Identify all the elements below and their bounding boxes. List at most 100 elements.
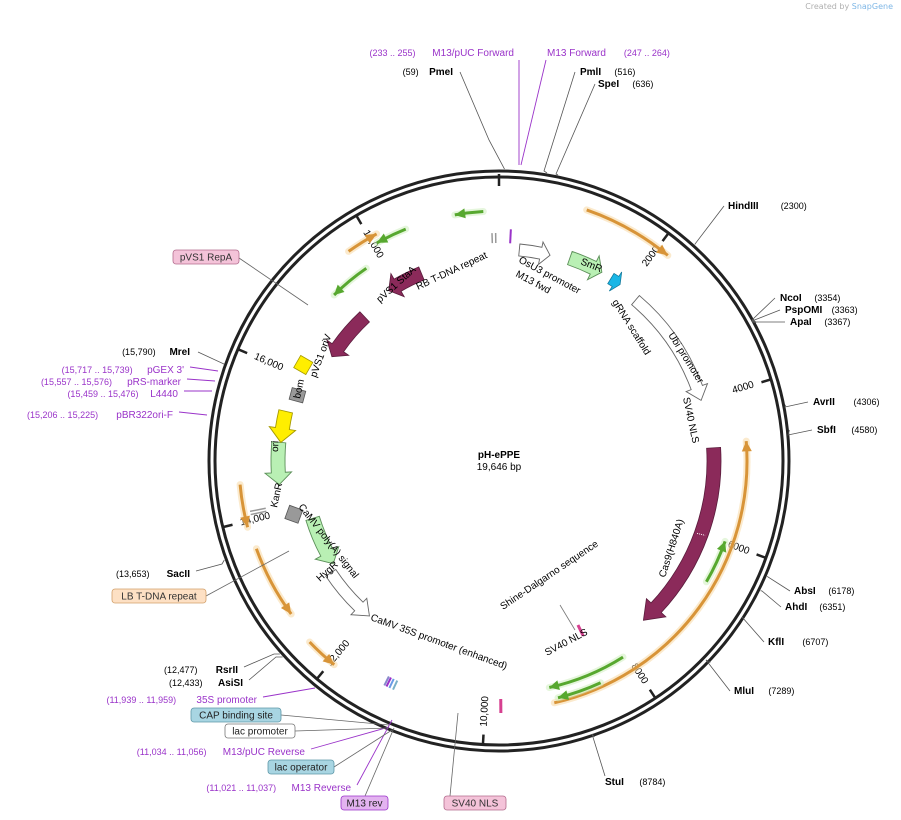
leader-box-lb-t-dna-repeat	[205, 550, 290, 597]
orf-5-head	[334, 284, 345, 296]
orf-10-head	[240, 515, 250, 528]
feature-box-lac-promoter: lac promoter	[224, 723, 296, 739]
orf-9-head	[557, 690, 570, 700]
orf-3	[376, 227, 407, 245]
site-rsrii: RsrII(12,477)	[164, 665, 238, 676]
primer-prs-marker-coord: (15,557 .. 15,576)	[41, 377, 112, 387]
tick-12000	[315, 670, 325, 680]
hygr-arrow	[305, 515, 340, 565]
site-mrei-coord: (15,790)	[122, 347, 156, 357]
smr-arrow	[566, 250, 603, 281]
leader-mlui	[705, 659, 731, 692]
orf-2	[454, 210, 484, 217]
leader-sacii	[195, 559, 225, 572]
primer-m13-puc-forward: M13/pUC Forward(233 .. 255)	[369, 48, 514, 59]
feature-label-sv40-nls-8: SV40 NLS	[543, 627, 590, 659]
leader-asisi	[248, 656, 283, 681]
site-kfli: KflI (6707)	[768, 637, 828, 648]
tick-10000	[481, 734, 485, 745]
leader-sbfi	[787, 429, 813, 436]
feature-box-label-cap-binding-site: CAP binding site	[199, 711, 273, 722]
primer-m13-puc-forward-name: M13/pUC Forward	[432, 48, 514, 59]
site-apai-name: ApaI	[790, 317, 812, 328]
lac-cluster-2	[385, 677, 392, 687]
site-pspomi-coord: (3363)	[832, 305, 858, 315]
leader-ncoi	[751, 297, 776, 322]
snapgene-credit: Created by SnapGene	[805, 2, 893, 11]
tick-6000	[756, 553, 767, 560]
leader-primer-m13-reverse	[356, 719, 393, 786]
site-mlui: MluI(7289)	[734, 686, 794, 697]
site-sbfi-name: SbfI	[817, 425, 836, 436]
backbone-outer	[207, 169, 791, 753]
tick-8000	[648, 689, 657, 699]
orf-12	[308, 640, 336, 666]
leader-primer-35s-promoter	[262, 687, 316, 698]
orf-7	[705, 540, 727, 583]
primer-m13-puc-reverse: M13/pUC Reverse(11,034 .. 11,056)	[137, 747, 306, 758]
site-apai-coord: (3367)	[824, 317, 850, 327]
site-absi: AbsI(6178)	[794, 586, 854, 597]
primer-m13-forward: M13 Forward(247 .. 264)	[547, 48, 670, 59]
orf-11-head	[280, 602, 292, 614]
plasmid-size: 19,646 bp	[477, 462, 522, 473]
site-mlui-name: MluI	[734, 686, 754, 697]
site-pmei: PmeI(59)	[403, 67, 454, 78]
feature-box-label-pvs1-repa: pVS1 RepA	[180, 253, 233, 264]
primer-pbr322ori-f: pBR322ori-F(15,206 .. 15,225)	[27, 410, 173, 421]
site-mrei: MreI(15,790)	[122, 347, 190, 358]
lb-bar-2	[249, 507, 266, 513]
grna-scaffold-shape	[607, 271, 623, 292]
orf-4-head	[364, 233, 377, 244]
leader-kfli	[741, 616, 765, 643]
feature-label-ubi-promoter-4: Ubi promoter	[665, 331, 705, 386]
site-absi-name: AbsI	[794, 586, 816, 597]
primer-35s-promoter: 35S promoter (11,939 .. 11,959)	[106, 695, 257, 706]
feature-box-bg-m13-rev	[340, 795, 389, 811]
site-ahdi-name: AhdI	[785, 602, 807, 613]
tick-label-4000: 4000	[731, 379, 756, 396]
sv40-nls-inner	[576, 624, 585, 637]
feature-label-bom-14: bom	[292, 378, 307, 399]
leader-lines	[178, 59, 813, 797]
primer-pgex-3: pGEX 3'(15,717 .. 15,739)	[62, 365, 184, 376]
site-spei-coord: (636)	[632, 79, 653, 89]
primer-m13-puc-reverse-name: M13/pUC Reverse	[223, 747, 306, 758]
site-asisi-name: AsiSI	[218, 678, 243, 689]
site-kfli-name: KflI	[768, 637, 784, 648]
feature-box-bg-sv40-nls	[443, 795, 507, 811]
ubi-promoter-arrow	[630, 294, 709, 402]
orf-8-head	[549, 680, 560, 691]
credit-prefix: Created by	[805, 2, 850, 11]
primer-l4440: L4440(15,459 .. 15,476)	[67, 389, 178, 400]
leader-hindiii	[694, 205, 725, 245]
site-hindiii-coord: (2300)	[781, 201, 807, 211]
feature-label-sv40-nls-5: SV40 NLS	[680, 396, 701, 444]
feature-box-bg-lac-promoter	[224, 723, 296, 739]
site-pspomi: PspOMI(3363)	[785, 305, 858, 316]
primer-prs-marker-name: pRS-marker	[127, 377, 182, 388]
orf-1-head	[656, 244, 668, 256]
site-pmei-name: PmeI	[429, 67, 453, 78]
site-kfli-coord: (6707)	[802, 637, 828, 647]
feature-box-sv40-nls: SV40 NLS	[443, 795, 507, 811]
site-hindiii: HindIII(2300)	[728, 201, 807, 212]
leader-primer-m13-puc-reverse	[310, 726, 390, 750]
site-asisi: AsiSI(12,433)	[169, 678, 243, 689]
primer-l4440-coord: (15,459 .. 15,476)	[67, 389, 138, 399]
primer-35s-promoter-name: 35S promoter	[196, 695, 257, 706]
site-stui: StuI(8784)	[605, 777, 665, 788]
site-avrii-name: AvrII	[813, 397, 835, 408]
tick-18000	[355, 214, 363, 225]
tick-2000	[661, 232, 670, 242]
feature-box-m13-rev: M13 rev	[340, 795, 389, 811]
primer-m13-reverse: M13 Reverse(11,021 .. 11,037)	[206, 783, 351, 794]
m13-fwd-bar	[509, 229, 512, 244]
primer-35s-promoter-coord: (11,939 .. 11,959)	[106, 695, 176, 705]
leader-box-sv40-nls	[449, 712, 459, 797]
leader-primer-prs-marker	[186, 378, 216, 382]
kanr-arrow	[263, 441, 293, 486]
feature-box-label-sv40-nls: SV40 NLS	[452, 799, 499, 810]
leader-spei	[555, 83, 596, 176]
